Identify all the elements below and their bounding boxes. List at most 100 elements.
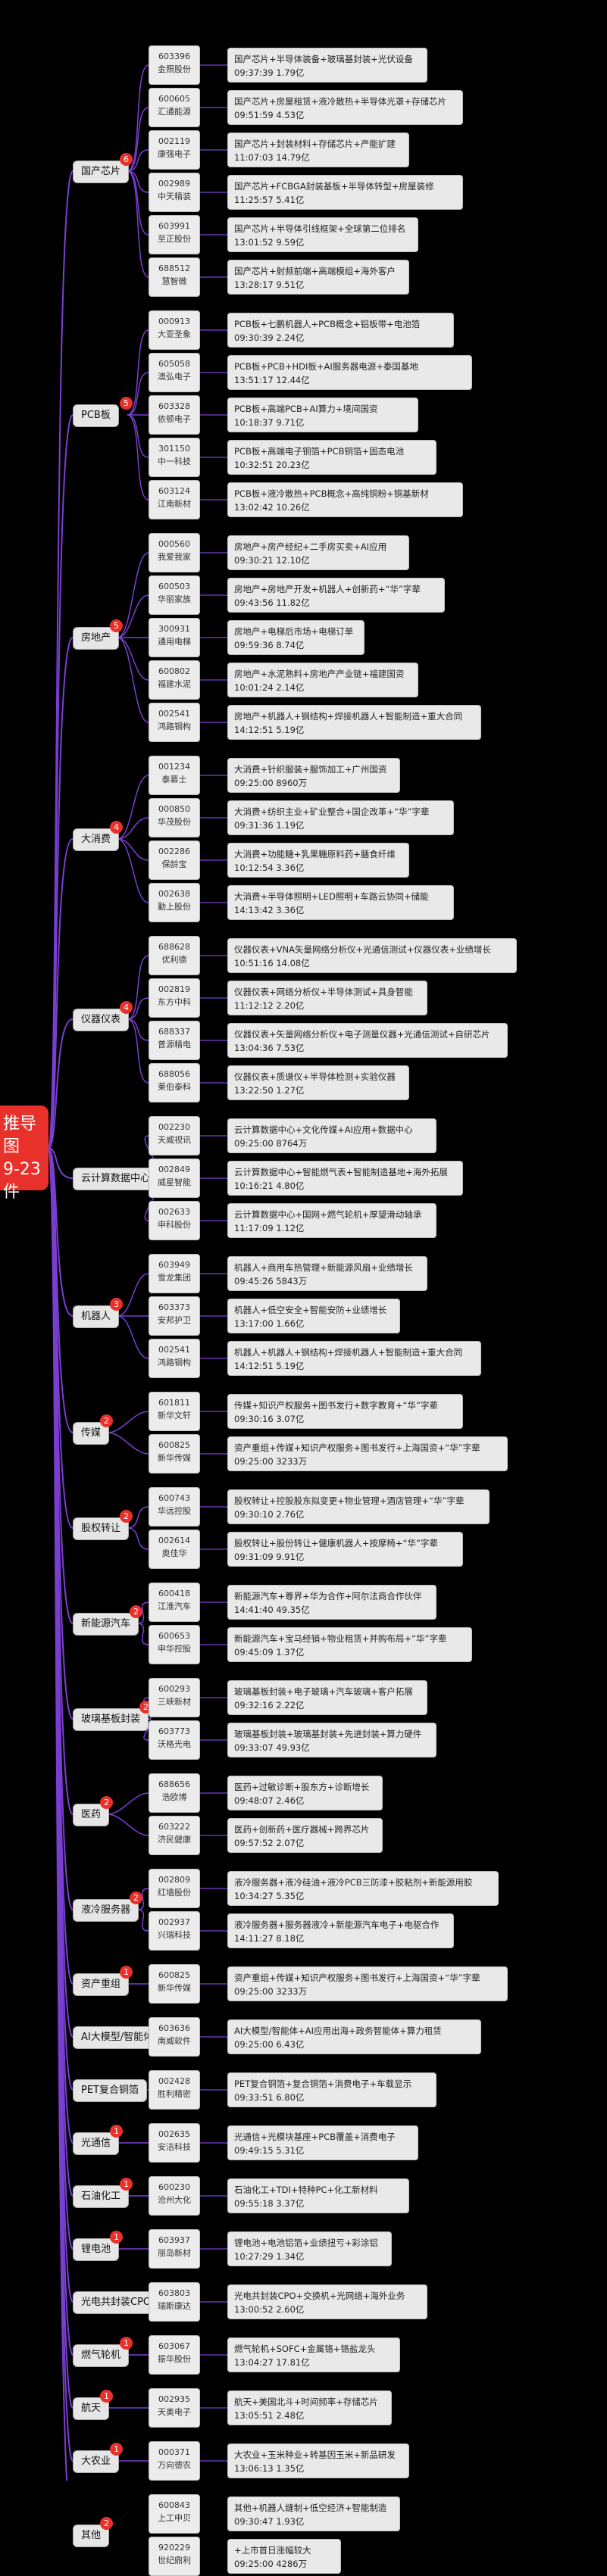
category-node[interactable]: PCB板 xyxy=(73,404,119,427)
stock-name: 南威软件 xyxy=(158,2036,191,2046)
stock-tags: 机器人+低空安全+智能安防+业绩增长 xyxy=(234,1305,387,1315)
turnover-amount: 3.36亿 xyxy=(276,905,305,915)
category-node[interactable]: PET复合铜箔 xyxy=(73,2079,147,2102)
stock-code: 600418 xyxy=(158,1589,190,1598)
stock-meta: 10:32:51 20.23亿 xyxy=(234,458,430,472)
category-node[interactable]: 燃气轮机 xyxy=(73,2344,130,2367)
stock-code: 603328 xyxy=(158,401,190,411)
stock-tags: 仪器仪表+VNA矢量网络分析仪+光通信测试+仪器仪表+业绩增长 xyxy=(234,944,491,955)
category-count-badge: 2 xyxy=(100,1414,113,1427)
category-node[interactable]: 房地产 xyxy=(73,627,120,650)
limit-time: 13:00:52 xyxy=(234,2304,274,2315)
category-node[interactable]: 玻璃基板封装 xyxy=(73,1708,149,1731)
category-node[interactable]: AI大模型/智能体 xyxy=(73,2026,162,2049)
turnover-amount: 8.18亿 xyxy=(276,1933,305,1944)
category-node[interactable]: 石油化工 xyxy=(73,2185,130,2208)
category-label: 大消费 xyxy=(81,834,111,845)
category-node[interactable]: 仪器仪表 xyxy=(73,1009,130,1031)
category-node[interactable]: 新能源汽车 xyxy=(73,1613,139,1636)
stock-meta: 09:30:21 12.10亿 xyxy=(234,554,402,567)
category-node[interactable]: 大消费 xyxy=(73,828,120,851)
category-node[interactable]: 股权转让 xyxy=(73,1517,130,1540)
category-node[interactable]: 大农业 xyxy=(73,2450,120,2473)
stock-name: 保龄宝 xyxy=(161,859,187,869)
stock-tags: +上市首日涨幅较大 xyxy=(234,2545,311,2556)
stock-name: 康强电子 xyxy=(158,149,191,159)
category-node[interactable]: 光电共封装CPO xyxy=(73,2291,160,2314)
category-node[interactable]: 云计算数据中心 xyxy=(73,1168,159,1190)
category-node[interactable]: 国产芯片 xyxy=(73,161,130,183)
stock-code: 600743 xyxy=(158,1493,190,1503)
stock-tags: 医药+创新药+医疗器械+跨界芯片 xyxy=(234,1824,370,1835)
category-label: PCB板 xyxy=(81,410,111,421)
category-label: 房地产 xyxy=(81,632,111,644)
category-node[interactable]: 传媒 xyxy=(73,1422,110,1445)
category-node[interactable]: 液冷服务器 xyxy=(73,1899,139,1922)
category-node[interactable]: 机器人 xyxy=(73,1305,120,1328)
limit-time: 09:33:51 xyxy=(234,2092,274,2103)
category-node[interactable]: 光通信 xyxy=(73,2132,120,2155)
stock-tags: 国产芯片+房屋租赁+液冷散热+半导体光罩+存储芯片 xyxy=(234,96,447,107)
category-node[interactable]: 锂电池 xyxy=(73,2238,120,2261)
category-node[interactable]: 资产重组 xyxy=(73,1973,130,1996)
